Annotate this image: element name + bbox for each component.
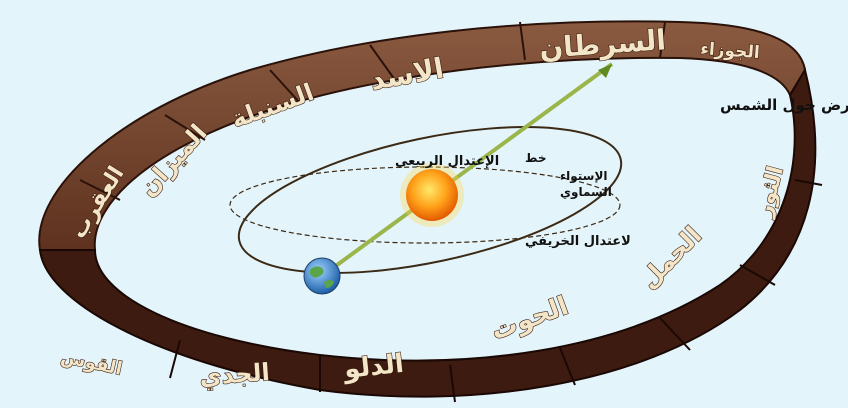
sign-aries: الحمل <box>634 221 708 295</box>
sign-aquarius: الدلو <box>341 349 406 385</box>
sign-gemini: الجوزاء <box>700 39 761 63</box>
label-autumn-equinox: لاعتدال الخريفي <box>525 234 631 249</box>
sun-icon <box>400 163 464 227</box>
sign-sagittarius: القوس <box>59 346 124 379</box>
label-spring-equinox: الإعتدال الربيعي <box>395 154 499 169</box>
axis-arrow-icon <box>598 64 612 78</box>
zodiac-band-front <box>38 67 823 403</box>
earth-icon <box>303 257 341 295</box>
label-equator-2: الإستواء <box>560 169 608 184</box>
label-equator-1: خط <box>525 151 547 165</box>
sign-pisces: الحوت <box>487 291 572 346</box>
label-earth-orbit: مسار الأرض حول الشمس <box>720 96 848 114</box>
axis-line <box>320 62 614 278</box>
earth-orbit-ellipse <box>237 126 623 274</box>
label-equator-3: السماوي <box>560 185 612 200</box>
celestial-equator-ellipse <box>229 166 621 244</box>
sign-capricorn: الجدي <box>198 358 270 391</box>
